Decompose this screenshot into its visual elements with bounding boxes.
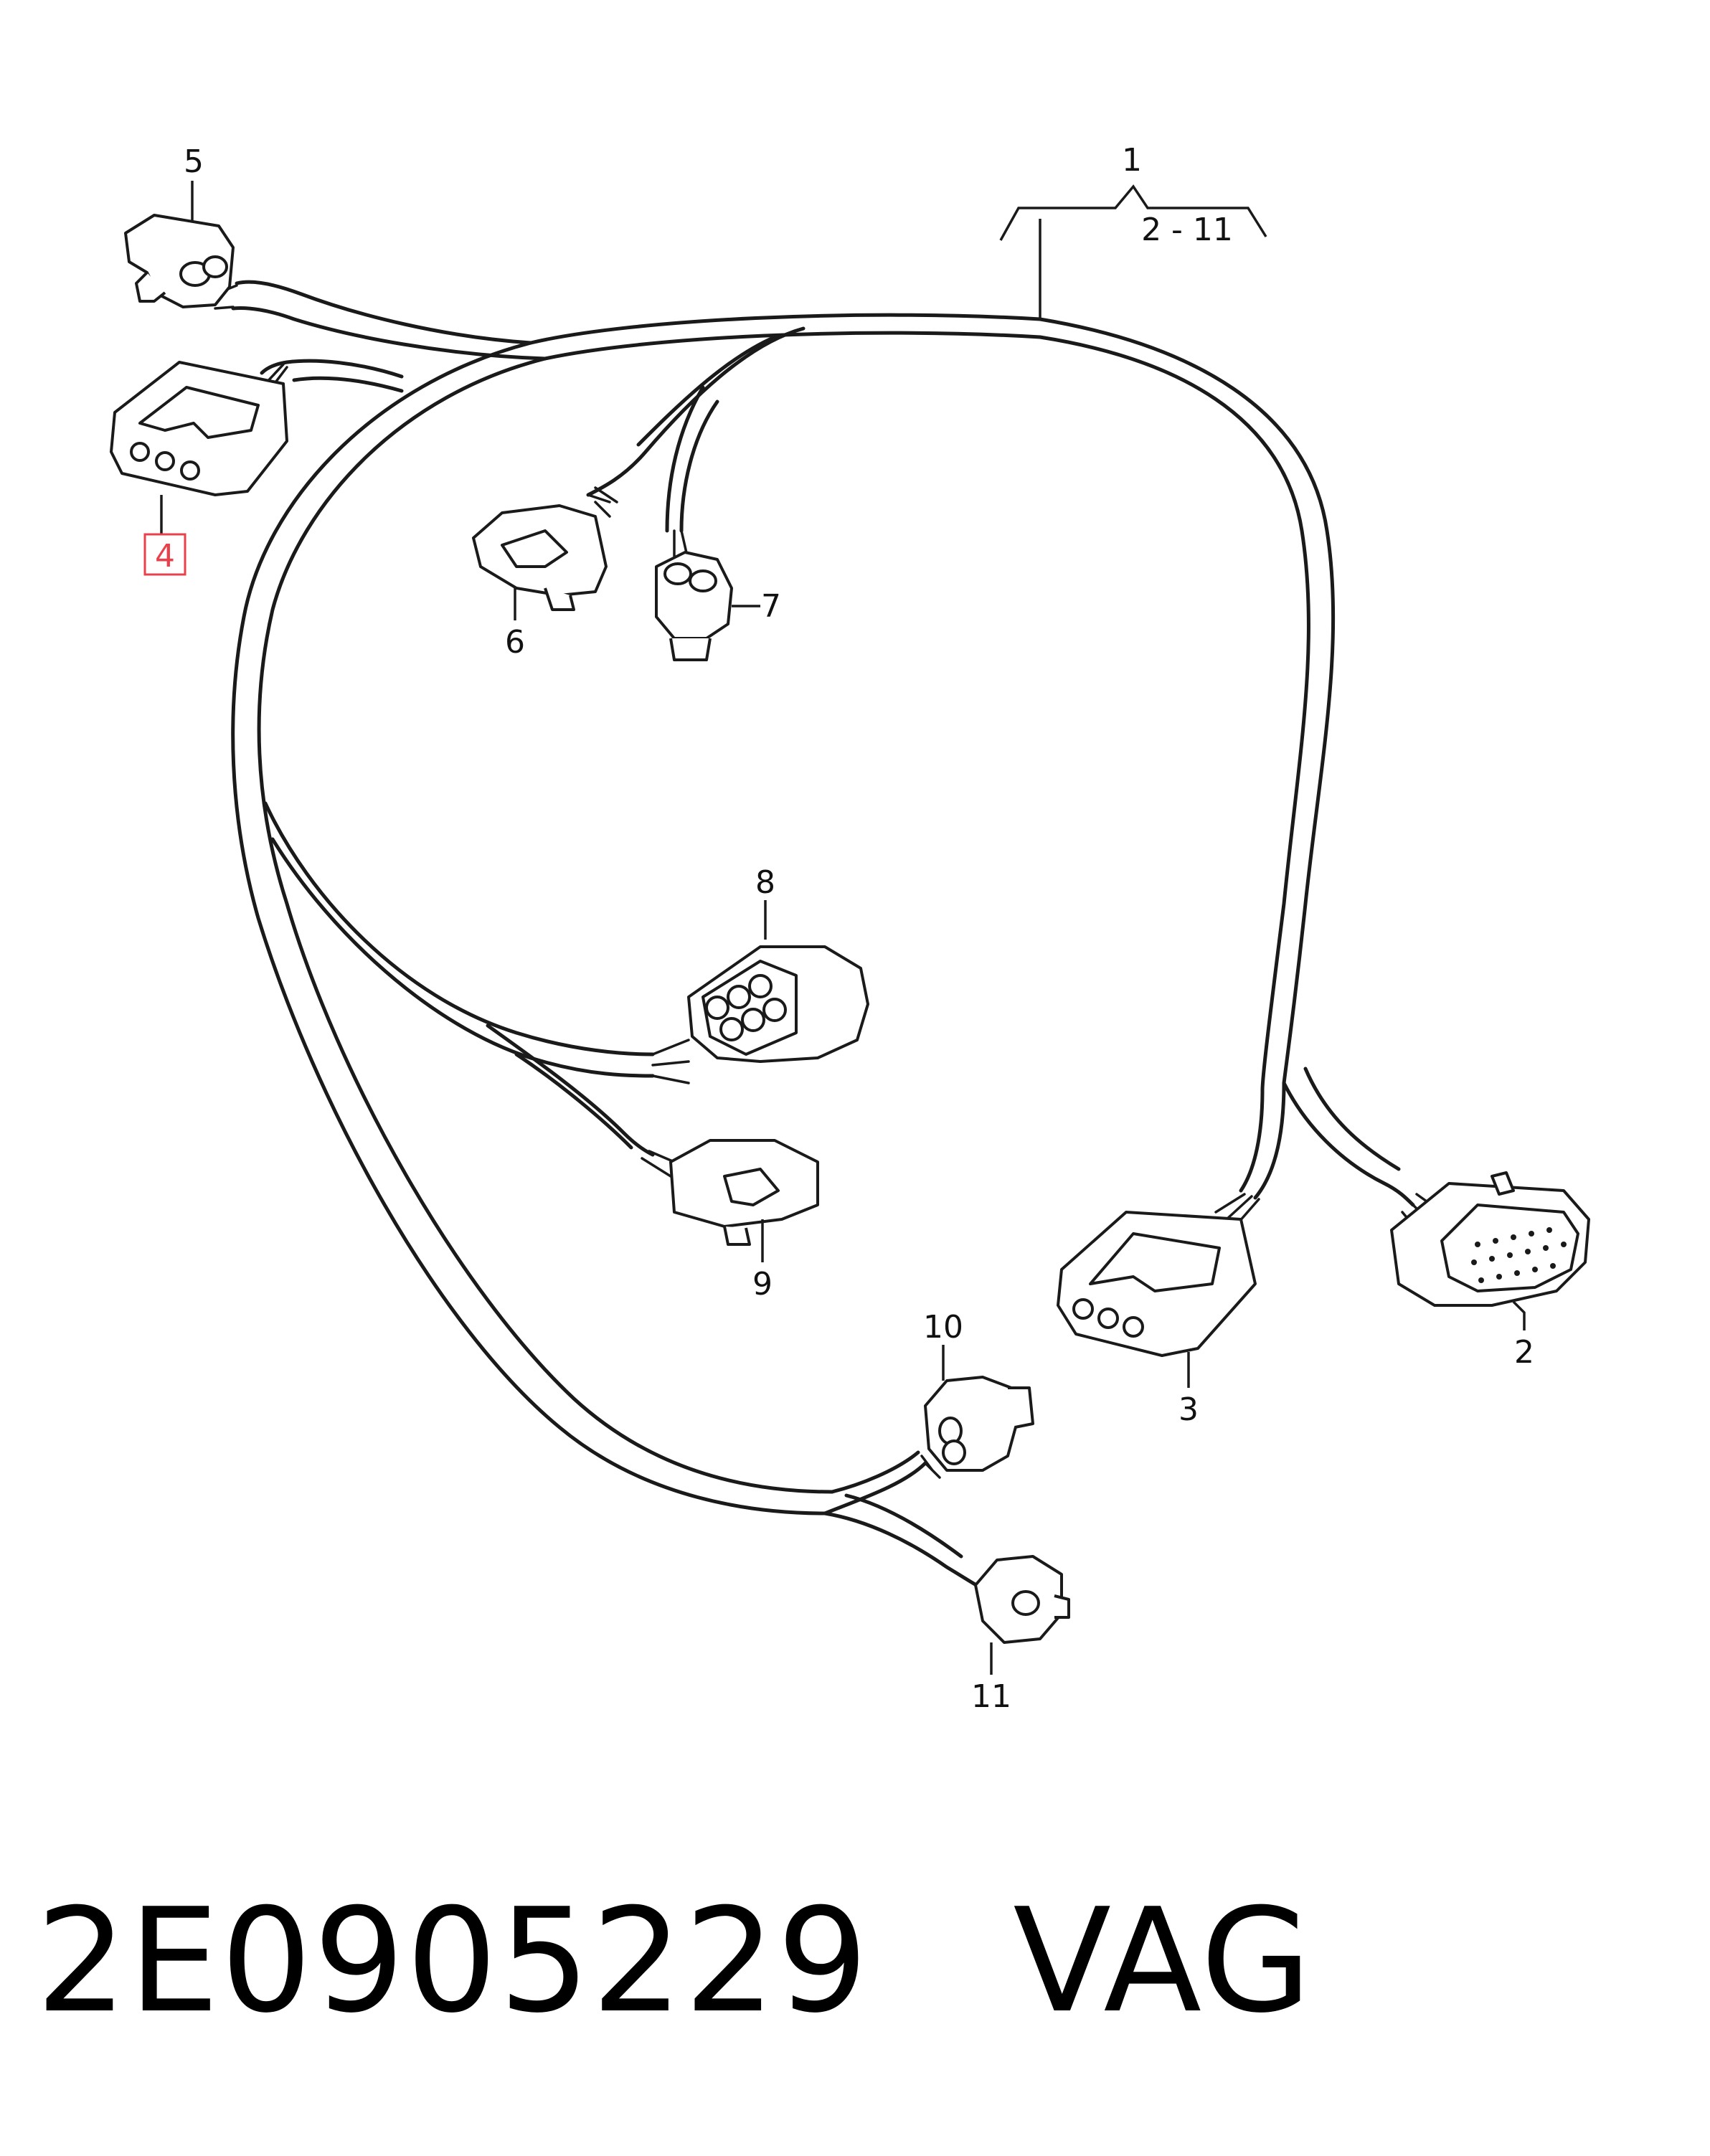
callout-9: 9 (752, 1266, 773, 1302)
connector-9 (669, 1139, 819, 1246)
vendor-name: VAG (1013, 1878, 1313, 2045)
connector-7 (655, 551, 733, 661)
callout-3: 3 (1178, 1391, 1199, 1428)
callout-range: 2 - 11 (1141, 212, 1233, 248)
callout-4-highlight-box (143, 533, 186, 576)
connector-4 (110, 361, 288, 496)
leader-lines (160, 181, 1526, 1675)
connector-2 (1390, 1171, 1590, 1307)
callout-6: 6 (505, 624, 525, 661)
callout-10: 10 (923, 1309, 963, 1346)
part-caption: 2E0905229 VAG (36, 1879, 1313, 2044)
connector-8 (687, 945, 869, 1063)
connector-3 (1057, 1211, 1257, 1357)
connector-6 (472, 504, 608, 611)
callout-numbers: 1 2 - 11 5 4 6 7 8 9 10 11 3 2 (143, 142, 1534, 1715)
connector-5 (124, 214, 235, 308)
callout-8: 8 (755, 864, 775, 901)
callout-1: 1 (1122, 142, 1142, 179)
callout-2: 2 (1514, 1334, 1534, 1371)
callout-5: 5 (184, 143, 204, 180)
callout-11: 11 (971, 1678, 1011, 1715)
callout-4: 4 (155, 538, 175, 575)
connector-2-pins (1471, 1227, 1567, 1283)
connector-11 (974, 1555, 1070, 1644)
callout-7: 7 (761, 588, 781, 625)
connector-10 (924, 1376, 1034, 1472)
harness-wires (214, 280, 1443, 1604)
part-number: 2E0905229 (36, 1878, 870, 2045)
